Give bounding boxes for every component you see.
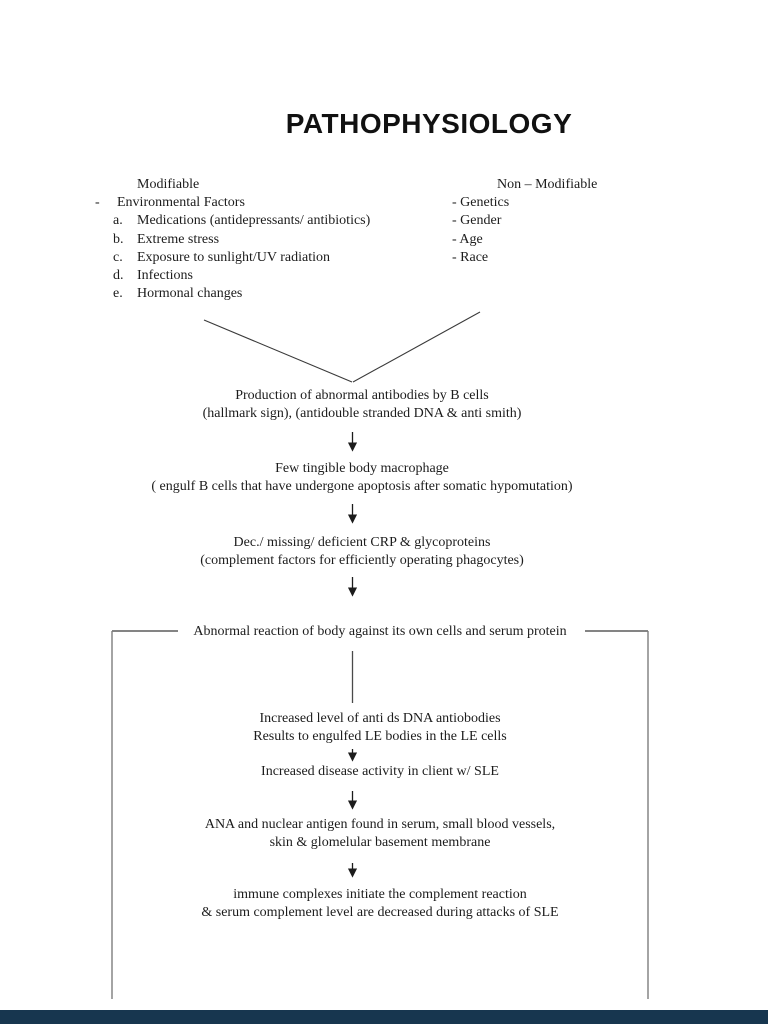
list-marker: e. [113,286,123,302]
flow-step-disease-activity: Increased disease activity in client w/ … [261,764,499,779]
list-item-text: Exposure to sunlight/UV radiation [137,249,330,265]
flow-step-line: & serum complement level are decreased d… [201,905,559,921]
flow-step-line: Few tingible body macrophage [275,461,449,476]
flow-step-line: Results to engulfed LE bodies in the LE … [253,729,507,745]
viewer-footer-bar [0,1010,768,1024]
modifiable-factors-section: Modifiable - Environmental Factors a. Me… [95,176,455,303]
list-item: - Genetics [452,195,510,211]
list-marker: b. [113,231,124,247]
flow-step-production: Production of abnormal antibodies by B c… [62,387,662,423]
list-item: - Age [452,231,483,247]
flow-step-deficient-crp: Dec./ missing/ deficient CRP & glycoprot… [62,534,662,570]
flow-step-immune-complexes: immune complexes initiate the complement… [112,886,648,922]
list-item-text: Extreme stress [137,231,220,247]
modifiable-heading: Modifiable [137,177,200,192]
flow-step-line: (complement factors for efficiently oper… [200,553,524,569]
list-item-text: Hormonal changes [137,286,243,302]
box-label: Abnormal reaction of body against its ow… [193,624,567,639]
list-item: e. Hormonal changes [95,285,455,303]
flow-step-line: ANA and nuclear antigen found in serum, … [204,817,556,832]
flow-step-ana-antigen: ANA and nuclear antigen found in serum, … [112,816,648,852]
non-modifiable-factors-section: Non – Modifiable - Genetics - Gender - A… [452,176,682,267]
flow-step-line: Production of abnormal antibodies by B c… [235,388,489,403]
converge-line-left [203,319,353,383]
page-title: PATHOPHYSIOLOGY [285,108,573,139]
flow-step-few-macrophage: Few tingible body macrophage ( engulf B … [62,460,662,496]
list-item: d. Infections [95,267,455,285]
non-modifiable-heading: Non – Modifiable [497,177,598,192]
list-marker: c. [113,249,123,265]
environmental-factors-row: - Environmental Factors [95,194,455,212]
converge-line-right [352,311,481,383]
list-item-text: Medications (antidepressants/ antibiotic… [137,213,371,229]
list-item: - Race [452,249,489,265]
environmental-factors-label: Environmental Factors [117,195,245,211]
list-item: a. Medications (antidepressants/ antibio… [95,212,455,230]
list-marker: d. [113,268,124,284]
list-item: - Gender [452,213,502,229]
list-item: c. Exposure to sunlight/UV radiation [95,249,455,267]
bullet-dash: - [95,195,100,211]
flow-step-line: Increased level of anti ds DNA antiobodi… [259,711,501,726]
list-item-text: Infections [137,268,193,284]
flow-step-line: Dec./ missing/ deficient CRP & glycoprot… [233,535,491,550]
flow-step-line: ( engulf B cells that have undergone apo… [151,479,573,495]
list-item: b. Extreme stress [95,231,455,249]
flow-step-line: skin & glomelular basement membrane [269,835,491,851]
list-marker: a. [113,213,123,229]
flow-step-line: immune complexes initiate the complement… [233,887,527,902]
flow-step-increased-level: Increased level of anti ds DNA antiobodi… [112,710,648,746]
flow-step-line: (hallmark sign), (antidouble stranded DN… [202,406,522,422]
